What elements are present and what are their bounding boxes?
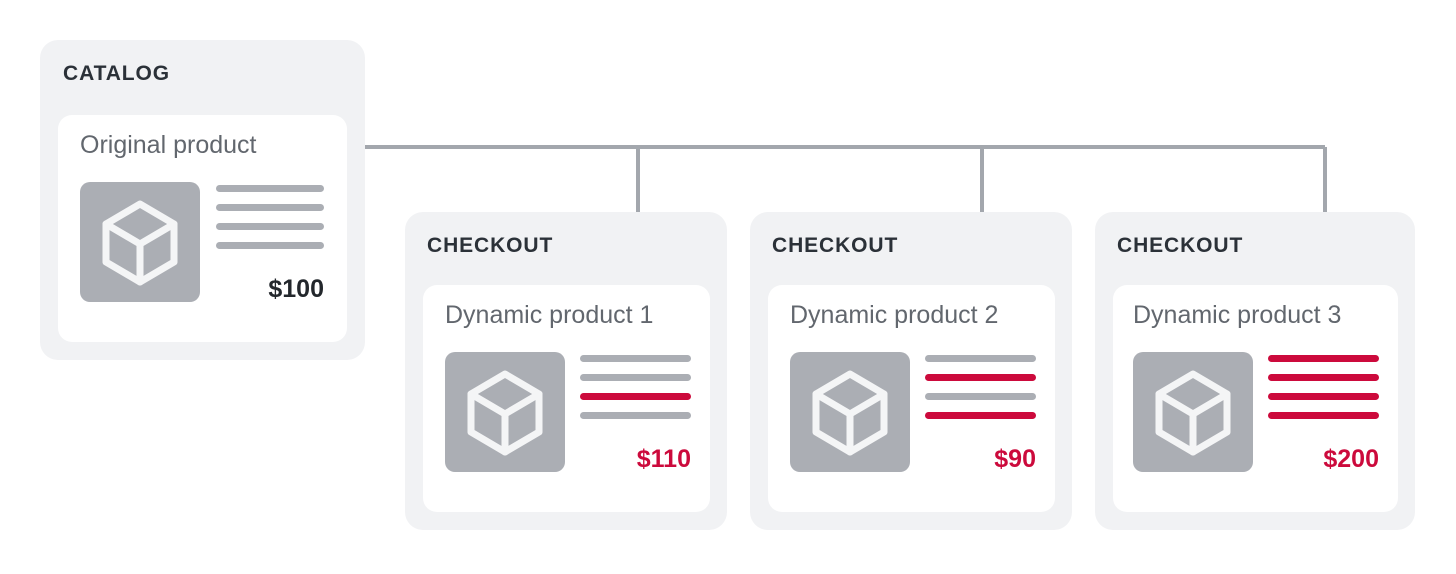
checkout-panel-1: CHECKOUT Dynamic product 1 $110	[405, 212, 727, 530]
placeholder-line	[216, 242, 324, 249]
cube-icon	[790, 352, 910, 472]
checkout-product-name-3: Dynamic product 3	[1133, 301, 1342, 329]
placeholder-line-highlighted	[1268, 374, 1379, 381]
placeholder-line-highlighted	[1268, 412, 1379, 419]
checkout-product-card-1[interactable]: Dynamic product 1 $110	[423, 285, 710, 512]
placeholder-line-highlighted	[580, 393, 691, 400]
cube-icon	[445, 352, 565, 472]
checkout-product-price-1: $110	[636, 445, 691, 473]
checkout-product-name-2: Dynamic product 2	[790, 301, 999, 329]
placeholder-line-highlighted	[1268, 393, 1379, 400]
placeholder-line	[216, 223, 324, 230]
cube-icon	[80, 182, 200, 302]
placeholder-line	[925, 393, 1036, 400]
placeholder-line	[580, 412, 691, 419]
placeholder-line-highlighted	[1268, 355, 1379, 362]
checkout-product-price-3: $200	[1323, 445, 1379, 473]
placeholder-line	[580, 355, 691, 362]
placeholder-line	[580, 374, 691, 381]
catalog-panel: CATALOG Original product $100	[40, 40, 365, 360]
placeholder-line	[216, 185, 324, 192]
checkout-panel-2: CHECKOUT Dynamic product 2 $90	[750, 212, 1072, 530]
cube-icon	[1133, 352, 1253, 472]
placeholder-line	[925, 355, 1036, 362]
catalog-product-price: $100	[268, 275, 324, 303]
checkout-product-lines-2	[925, 355, 1036, 419]
placeholder-line-highlighted	[925, 412, 1036, 419]
checkout-product-lines-3	[1268, 355, 1379, 419]
checkout-product-name-1: Dynamic product 1	[445, 301, 654, 329]
checkout-product-lines-1	[580, 355, 691, 419]
placeholder-line-highlighted	[925, 374, 1036, 381]
checkout-panel-3-title: CHECKOUT	[1117, 234, 1244, 257]
checkout-product-card-2[interactable]: Dynamic product 2 $90	[768, 285, 1055, 512]
catalog-product-lines	[216, 185, 324, 249]
checkout-panel-2-title: CHECKOUT	[772, 234, 899, 257]
checkout-panel-1-title: CHECKOUT	[427, 234, 554, 257]
placeholder-line	[216, 204, 324, 211]
checkout-product-card-3[interactable]: Dynamic product 3 $200	[1113, 285, 1398, 512]
catalog-panel-title: CATALOG	[63, 62, 171, 85]
catalog-product-name: Original product	[80, 131, 257, 159]
checkout-panel-3: CHECKOUT Dynamic product 3 $200	[1095, 212, 1415, 530]
catalog-product-card[interactable]: Original product $100	[58, 115, 347, 342]
checkout-product-price-2: $90	[994, 445, 1036, 473]
